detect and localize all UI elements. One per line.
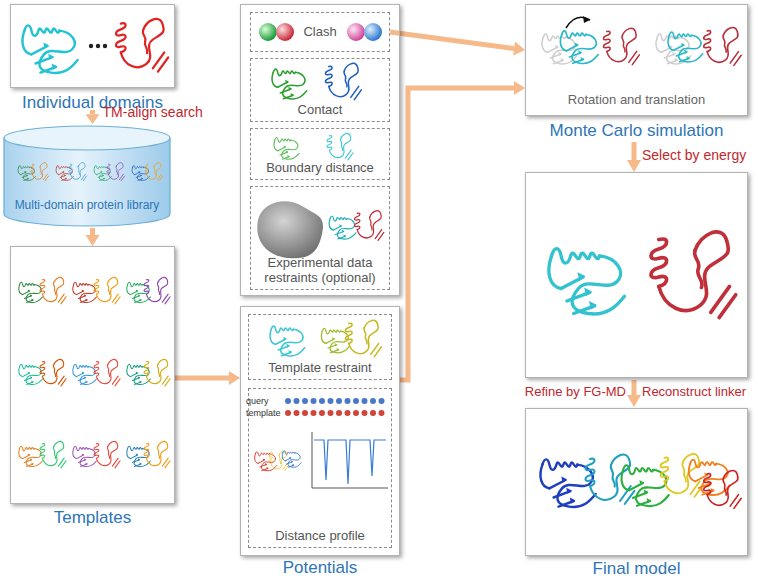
panel-frame [240, 4, 400, 296]
template-grid [19, 277, 170, 467]
database-cylinder: Multi-domain protein library [2, 124, 172, 228]
node-label: Experimental data restraints (optional) [251, 256, 389, 286]
panel-heading: Potentials [240, 558, 400, 578]
connector-line [90, 228, 95, 235]
edge-label: TM-align search [103, 104, 203, 120]
connector-line [400, 88, 514, 380]
panel-heading: Templates [10, 508, 175, 528]
arrow-head [514, 81, 525, 95]
panel-heading: Final model [525, 559, 748, 579]
arrow-head [86, 114, 100, 124]
potential-box: Clash [250, 12, 390, 52]
potential-box: Template restraint [248, 314, 392, 380]
node-label: Multi-domain protein library [2, 198, 172, 212]
potential-box: Experimental data restraints (optional) [250, 186, 390, 290]
database-cylinder-outline [2, 124, 172, 228]
templates-panel: Templates [10, 246, 175, 530]
node-label: Contact [251, 103, 389, 118]
final-panel: Final model [525, 408, 748, 580]
density-map-picture [257, 201, 384, 258]
boundary-picture [274, 133, 353, 159]
cylinder-top [4, 126, 170, 150]
protein-icon [31, 163, 49, 181]
contact-picture [272, 63, 361, 99]
connector-arrow [175, 371, 240, 385]
potentials-panel: Potentials Template restraintDistance pro… [240, 306, 400, 580]
cylinder-body [4, 138, 170, 226]
domain-panel: Individual domains [10, 4, 175, 110]
axis-label: query [246, 396, 269, 406]
step-label: Select by energy [642, 147, 746, 163]
arrow-head [86, 235, 100, 246]
protein-icon [94, 166, 111, 181]
connector-arrow [400, 81, 525, 380]
step-label: Reconstruct linker [642, 384, 746, 399]
connector-line [175, 376, 229, 381]
template-restraint-picture [270, 320, 381, 356]
protein-icon [132, 166, 149, 181]
panel-frame [10, 4, 175, 88]
connector-arrow [86, 228, 100, 246]
panel-frame [10, 246, 175, 504]
connector-line [390, 32, 514, 49]
panel-frame [240, 306, 400, 556]
node-label: Rotation and translation [525, 92, 748, 107]
arrow-head [229, 371, 240, 385]
panel-frame [525, 408, 748, 556]
axis-label: template [246, 408, 281, 418]
node-label: Distance profile [249, 529, 391, 544]
potential-box: Contact [250, 58, 390, 122]
flow-arrow [627, 142, 641, 407]
final-model-picture [540, 454, 741, 508]
potential-box: Boundary distance [250, 128, 390, 180]
simulation-panel: Rotation and translationMonte Carlo simu… [525, 4, 748, 144]
selected-model-picture [549, 232, 736, 318]
step-label: Refine by FG-MD [525, 384, 626, 399]
panel-frame [525, 172, 748, 378]
arrow-head [513, 42, 525, 56]
monte-carlo-picture [542, 16, 741, 65]
node-label: Clash [251, 25, 389, 40]
protein-icon [107, 163, 125, 181]
protein-icon [69, 163, 87, 181]
connector-arrow [86, 110, 100, 124]
node-label: Template restraint [249, 361, 391, 376]
node-label: Boundary distance [251, 161, 389, 176]
protein-icon [145, 163, 163, 181]
panel-heading: Monte Carlo simulation [525, 121, 748, 141]
protein-icon [18, 166, 35, 181]
protein-icon [56, 166, 73, 181]
domain-pictures [22, 19, 168, 73]
connector-arrow [390, 32, 525, 55]
